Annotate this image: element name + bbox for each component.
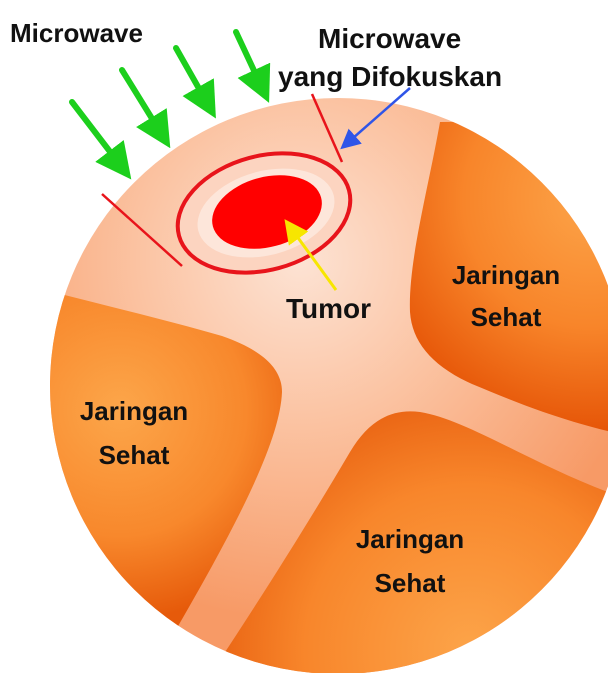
healthy-tissue-bottom-line2: Sehat — [375, 568, 446, 598]
microwave-label: Microwave — [10, 18, 143, 48]
focused-microwave-label-line1: Microwave — [318, 23, 461, 54]
healthy-tissue-bottom-line1: Jaringan — [356, 524, 464, 554]
green-arrow-icon — [236, 32, 264, 92]
green-arrow-icon — [122, 70, 164, 138]
focused-microwave-label-line2: yang Difokuskan — [278, 61, 502, 92]
green-arrow-icon — [176, 48, 210, 108]
healthy-tissue-right-line1: Jaringan — [452, 260, 560, 290]
healthy-tissue-left-line2: Sehat — [99, 440, 170, 470]
healthy-tissue-right-line2: Sehat — [471, 302, 542, 332]
green-arrow-icon — [72, 102, 124, 170]
tumor-label: Tumor — [286, 293, 371, 324]
healthy-tissue-left-line1: Jaringan — [80, 396, 188, 426]
